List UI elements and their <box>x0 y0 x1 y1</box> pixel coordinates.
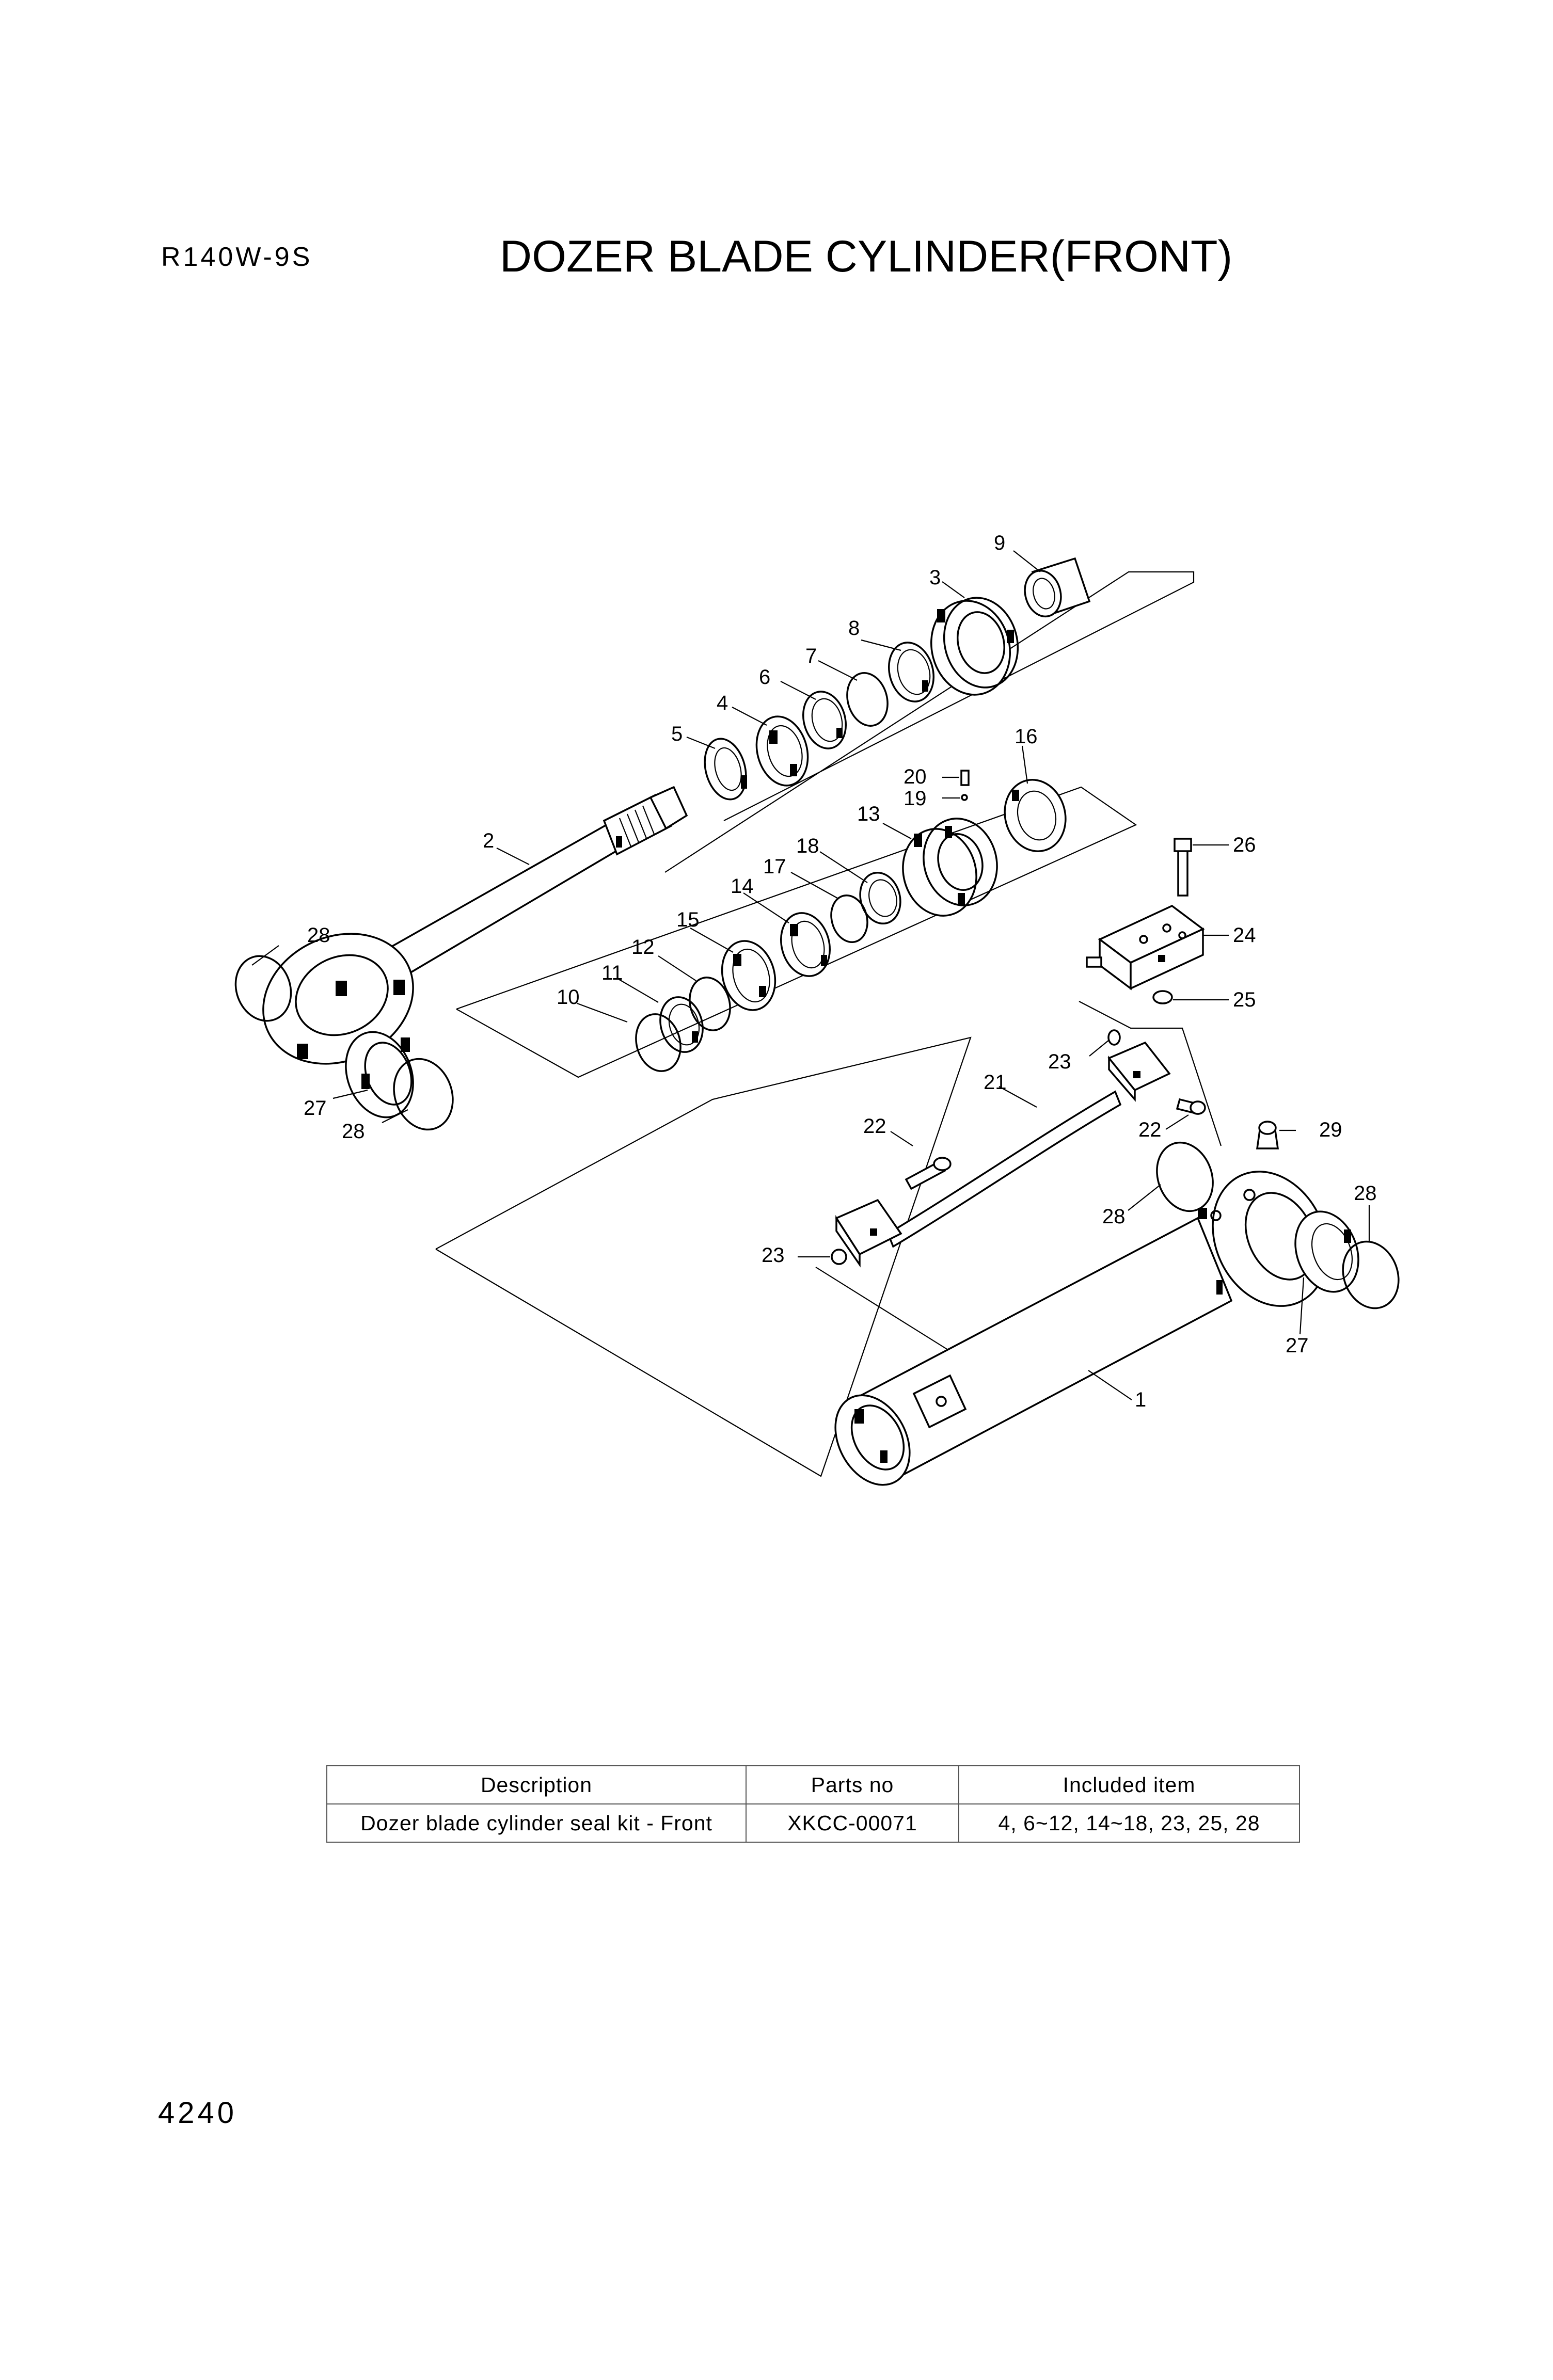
callout-20: 20 <box>904 765 927 788</box>
callout-11: 11 <box>601 962 623 984</box>
callout-7: 7 <box>805 645 817 667</box>
callout-23-upper: 23 <box>1048 1050 1071 1073</box>
port-link-line <box>815 1267 961 1358</box>
callout-2: 2 <box>483 829 494 852</box>
oring-17 <box>830 894 868 944</box>
callout-22-right: 22 <box>1138 1119 1162 1141</box>
seal-14 <box>780 912 831 977</box>
loose-oring-28 <box>1156 1141 1214 1212</box>
pipe-assembly-21 <box>835 1041 1171 1268</box>
model-code: R140W-9S <box>161 242 313 272</box>
table-row: Dozer blade cylinder seal kit - Front XK… <box>326 1803 1300 1843</box>
valve-block-24 <box>1086 904 1205 991</box>
callout-27-rod: 27 <box>304 1097 327 1120</box>
callout-24: 24 <box>1233 924 1256 947</box>
seal-kit-table: Description Parts no Included item Dozer… <box>326 1765 1300 1843</box>
callout-28-head: 28 <box>1354 1182 1377 1205</box>
callout-13: 13 <box>857 803 880 825</box>
oring-10 <box>635 1013 682 1072</box>
oring-23-upper <box>1107 1029 1121 1046</box>
cell-parts-no: XKCC-00071 <box>746 1803 959 1843</box>
wear-ring-15 <box>721 940 776 1011</box>
cylinder-tube <box>834 1217 1233 1486</box>
manifold-link-line <box>1079 1001 1222 1146</box>
callout-17: 17 <box>763 855 786 878</box>
seal-4 <box>755 715 809 787</box>
bolt-22-right <box>1176 1098 1206 1115</box>
leader-lines <box>251 550 1370 1400</box>
head-oring-28 <box>1342 1240 1400 1309</box>
callout-28-rod-lower: 28 <box>342 1120 365 1143</box>
callout-28-rod-upper: 28 <box>307 924 330 947</box>
rod-bushing <box>345 1031 414 1119</box>
callout-26: 26 <box>1233 834 1256 856</box>
callout-22-left: 22 <box>863 1115 886 1138</box>
steel-ball-19 <box>961 794 968 801</box>
callout-5: 5 <box>671 723 683 745</box>
callout-6: 6 <box>759 666 770 689</box>
piston-rod <box>375 786 688 985</box>
grease-nipple-29 <box>1256 1121 1279 1149</box>
seal-5 <box>704 738 747 801</box>
column-header-description: Description <box>326 1765 747 1804</box>
callout-19: 19 <box>904 787 927 810</box>
rod-eye-oring-lower <box>393 1058 454 1131</box>
ring-11 <box>659 996 704 1053</box>
callout-8: 8 <box>848 617 860 640</box>
callout-16: 16 <box>1015 725 1038 748</box>
piston-group-frame <box>456 786 1137 1078</box>
bushing-9 <box>1024 557 1091 618</box>
column-header-included-item: Included item <box>958 1765 1300 1804</box>
bolt-26 <box>1174 838 1192 897</box>
callout-21: 21 <box>984 1071 1007 1094</box>
cell-description: Dozer blade cylinder seal kit - Front <box>326 1803 747 1843</box>
callout-10: 10 <box>557 986 580 1009</box>
nut-16 <box>1004 778 1067 853</box>
page-number: 4240 <box>158 2096 237 2130</box>
callout-4: 4 <box>717 692 728 714</box>
callout-23-lower: 23 <box>762 1244 785 1267</box>
ring-18 <box>859 871 901 925</box>
oring-12 <box>689 977 731 1031</box>
head-eye <box>1198 1171 1328 1307</box>
callout-14: 14 <box>731 875 754 898</box>
oring-7 <box>846 672 889 727</box>
callout-28-loose: 28 <box>1102 1205 1126 1228</box>
bolt-22-left <box>905 1157 952 1190</box>
seal-6 <box>802 691 847 749</box>
column-header-parts-no: Parts no <box>746 1765 959 1804</box>
rod-cover-3 <box>930 597 1019 696</box>
oring-23-lower <box>831 1249 847 1265</box>
callout-1: 1 <box>1135 1388 1146 1411</box>
callout-9: 9 <box>994 532 1005 554</box>
rod-group-frame <box>664 571 1195 873</box>
table-header-row: Description Parts no Included item <box>326 1765 1300 1804</box>
callout-25: 25 <box>1233 988 1256 1011</box>
page-title: DOZER BLADE CYLINDER(FRONT) <box>500 232 1233 281</box>
piston-13 <box>902 818 998 917</box>
callout-12: 12 <box>631 936 655 959</box>
callout-15: 15 <box>676 908 700 931</box>
oring-25 <box>1152 990 1173 1004</box>
set-screw-20 <box>960 770 970 786</box>
exploded-parts-diagram: 9 3 8 7 6 4 5 16 20 19 13 18 17 14 15 12… <box>234 532 1400 1486</box>
cell-included-item: 4, 6~12, 14~18, 23, 25, 28 <box>958 1803 1300 1843</box>
ring-8 <box>888 642 935 702</box>
cylinder-group-frame <box>435 1036 972 1477</box>
callout-18: 18 <box>796 835 819 857</box>
rod-eye-oring-upper <box>234 955 292 1022</box>
callout-27-head: 27 <box>1286 1334 1309 1357</box>
callout-29: 29 <box>1319 1119 1342 1141</box>
callout-3: 3 <box>929 566 941 589</box>
